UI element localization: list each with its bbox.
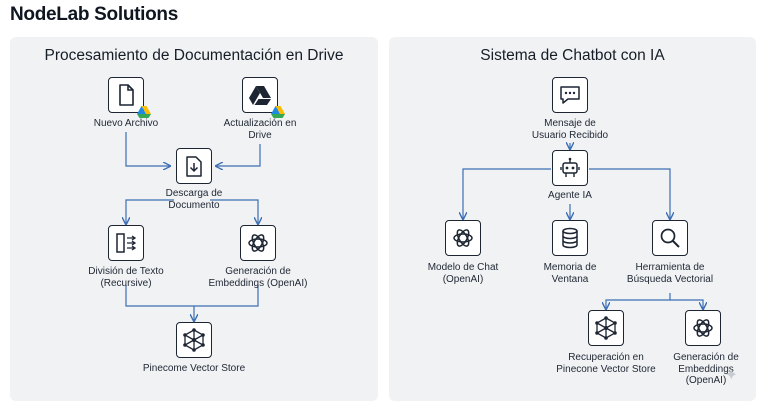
pinecone-icon: [595, 316, 617, 340]
embeddings-label: Generación de Embeddings (OpenAI): [673, 352, 739, 386]
drive-badge-icon: [137, 106, 151, 118]
embeddings-node[interactable]: [240, 225, 276, 261]
new-file-node[interactable]: [108, 77, 151, 118]
download-document-label: Descarga de Documento: [165, 188, 223, 211]
openai-icon: [693, 319, 713, 337]
chatbot-system-panel: Sistema de Chatbot con IA Mensaje de Usu…: [389, 37, 756, 401]
vector-store-label: Pinecome Vector Store: [142, 363, 246, 374]
openai-icon: [248, 234, 268, 252]
agent-label: Agente IA: [548, 190, 592, 201]
chat-model-label: Modelo de Chat (OpenAI): [427, 262, 499, 285]
text-split-icon: [116, 233, 137, 253]
brand-title: NodeLab Solutions: [10, 4, 179, 25]
user-message-label: Mensaje de Usuario Recibido: [531, 118, 609, 141]
search-tool-label: Herramienta de Búsqueda Vectorial: [626, 262, 714, 285]
connector-search-pinecone: [606, 293, 671, 309]
robot-icon: [560, 157, 580, 177]
new-file-label: Nuevo Archivo: [93, 118, 159, 129]
file-icon: [119, 84, 134, 106]
embeddings-node[interactable]: [685, 310, 721, 346]
drive-processing-panel: Procesamiento de Documentación en Drive …: [10, 37, 378, 401]
vector-store-node[interactable]: [176, 322, 212, 358]
user-message-node[interactable]: [552, 77, 588, 113]
chat-bubble-icon: [560, 86, 580, 104]
openai-icon: [453, 229, 473, 247]
connector-newfile-download: [125, 132, 170, 166]
text-split-label: División de Texto (Recursive): [88, 266, 164, 289]
chat-model-node[interactable]: [445, 220, 481, 256]
search-tool-node[interactable]: [652, 220, 688, 256]
download-document-icon: [186, 155, 202, 177]
drive-update-label: Actualización en Drive: [223, 118, 297, 141]
sparkle-icon: ✦: [724, 367, 738, 384]
google-drive-icon: [249, 85, 271, 105]
connector-split-store: [125, 285, 194, 321]
connector-drive-download: [216, 144, 261, 166]
pinecone-icon: [183, 328, 205, 352]
connector-search-embeddings: [670, 299, 703, 309]
agent-node[interactable]: [552, 150, 588, 186]
embeddings-label: Generación de Embeddings (OpenAI): [208, 266, 308, 289]
drive-update-node[interactable]: [242, 77, 285, 118]
search-icon: [660, 228, 680, 248]
memory-label: Memoria de Ventana: [543, 262, 597, 285]
pinecone-retrieval-node[interactable]: [588, 310, 624, 346]
panel-title: Procesamiento de Documentación en Drive: [44, 47, 344, 64]
pinecone-retrieval-label: Recuperación en Pinecone Vector Store: [556, 352, 656, 375]
panel-title: Sistema de Chatbot con IA: [480, 47, 665, 64]
text-split-node[interactable]: [108, 225, 144, 261]
database-icon: [562, 227, 578, 249]
drive-badge-icon: [271, 106, 285, 118]
memory-node[interactable]: [552, 220, 588, 256]
download-document-node[interactable]: [176, 148, 212, 184]
